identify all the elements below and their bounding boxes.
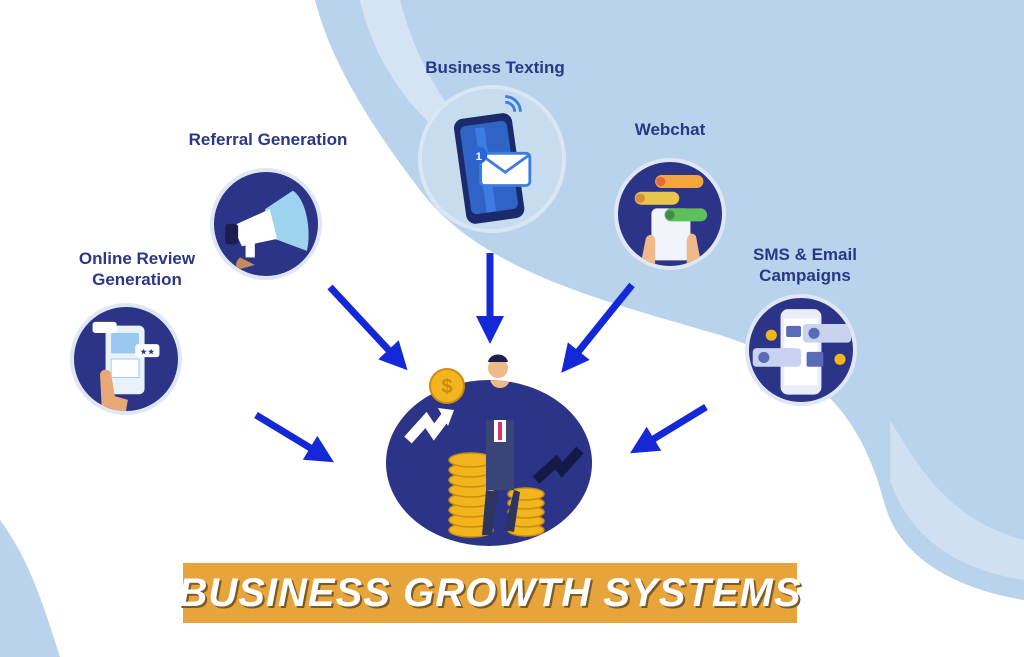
label-business-texting: Business Texting <box>425 58 565 77</box>
label-online-review-line2: Generation <box>92 270 182 289</box>
business-texting-circle: 1 <box>418 85 566 233</box>
review-phone-icon: ★★ <box>92 321 160 411</box>
businessman-coins-growth-icon <box>404 380 584 538</box>
business-growth-banner: BUSINESS GROWTH SYSTEMS <box>178 563 801 623</box>
banner-title: BUSINESS GROWTH SYSTEMS <box>178 570 802 615</box>
megaphone-icon <box>225 190 309 269</box>
campaign-phone-icon <box>752 309 852 395</box>
arrow-online-review <box>254 412 334 463</box>
arrow-referral-generation <box>327 284 408 371</box>
label-online-review-line1: Online Review <box>78 249 196 268</box>
label-sms-email-campaigns: SMS & Email Campaigns <box>735 244 875 286</box>
online-review-circle: ★★ <box>70 303 182 415</box>
label-referral-generation: Referral Generation <box>188 130 348 149</box>
chat-phone-icon <box>634 175 708 266</box>
smartphone-message-icon: 1 <box>453 95 532 224</box>
label-sms-email-line2: Campaigns <box>759 266 851 285</box>
label-webchat: Webchat <box>634 120 706 139</box>
arrow-webchat <box>561 282 635 373</box>
svg-text:$: $ <box>441 376 452 398</box>
svg-text:★★: ★★ <box>140 346 155 356</box>
webchat-circle <box>614 158 726 270</box>
business-growth-center-circle <box>386 380 592 546</box>
svg-text:1: 1 <box>476 151 482 163</box>
arrow-sms-email <box>630 404 708 454</box>
referral-generation-circle <box>210 168 322 280</box>
label-online-review-generation: Online Review Generation <box>62 248 212 290</box>
label-sms-email-line1: SMS & Email <box>753 245 857 264</box>
sms-email-circle <box>745 294 857 406</box>
